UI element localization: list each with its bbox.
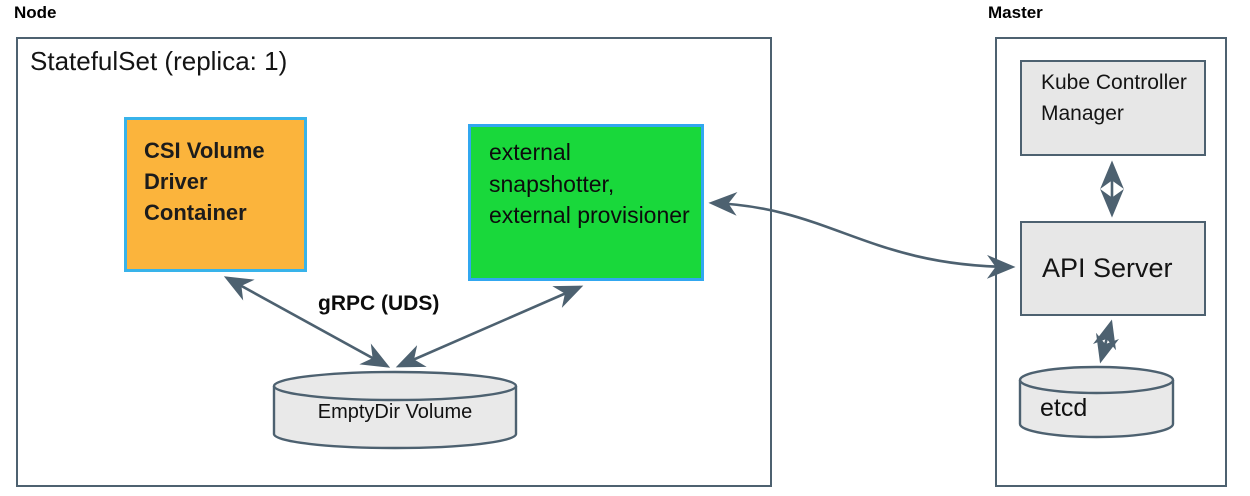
etcd-cylinder (1018, 365, 1175, 439)
node-boundary-box (16, 37, 772, 487)
arrow-csi-to-emptydir (223, 276, 391, 368)
arrow-sidecar-to-apiserver (708, 191, 1016, 279)
arrow-sidecar-to-emptydir (395, 285, 584, 368)
node-region-label: Node (14, 3, 57, 22)
external-snapshotter-provisioner-box: external snapshotter, external provision… (468, 124, 704, 281)
api-server-box: API Server (1020, 221, 1206, 316)
statefulset-title: StatefulSet (replica: 1) (30, 46, 288, 76)
arrow-apiserver-to-etcd (1092, 319, 1120, 364)
emptydir-volume-cylinder (272, 370, 518, 450)
kube-controller-manager-box: Kube Controller Manager (1020, 60, 1206, 156)
master-region-label: Master (988, 3, 1043, 22)
etcd-label: etcd (1040, 394, 1088, 422)
csi-volume-driver-container-box: CSI Volume Driver Container (124, 117, 307, 272)
master-boundary-box (995, 37, 1227, 487)
emptydir-volume-label: EmptyDir Volume (317, 401, 473, 423)
api-server-label: API Server (1042, 253, 1173, 283)
grpc-uds-label: gRPC (UDS) (318, 292, 440, 315)
